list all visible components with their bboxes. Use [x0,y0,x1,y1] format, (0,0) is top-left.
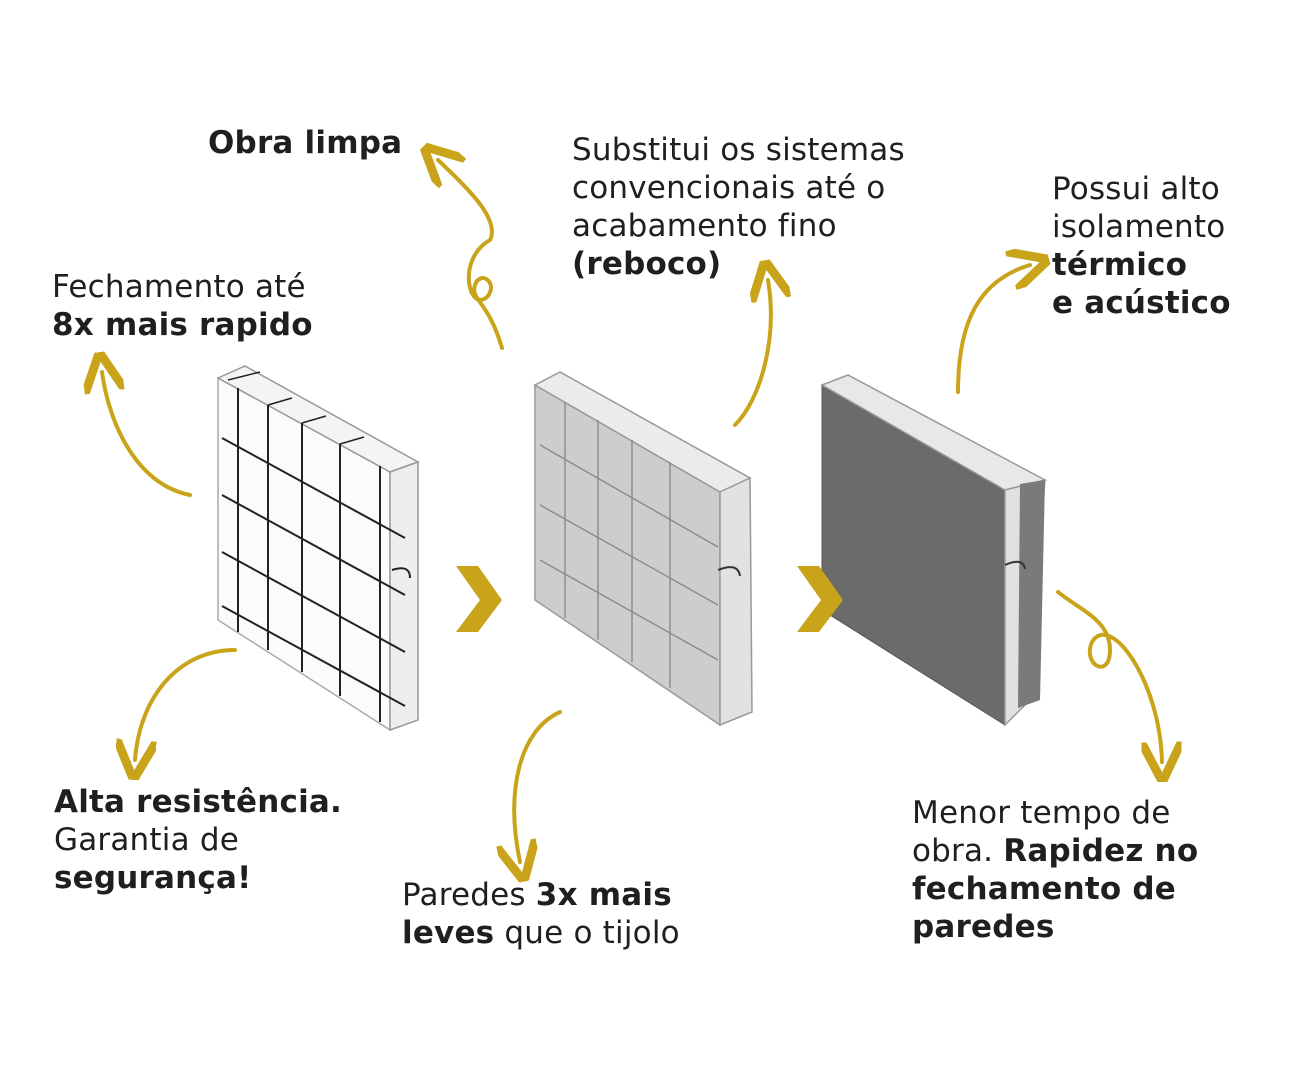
label-possui: Possui alto isolamento térmico e acústic… [1052,171,1231,321]
panel-wireframe [216,365,420,732]
panel-reboco [533,371,753,727]
label-fechamento: Fechamento até 8x mais rapido [52,269,313,343]
chevron-right-icon [456,566,502,632]
arrow-to-alta-icon [135,648,237,760]
label-obra-limpa: Obra limpa [208,125,403,161]
label-alta-resistencia: Alta resistência. Garantia de segurança! [54,784,343,896]
arrow-to-possui-icon [956,265,1030,394]
panel-acabado [820,374,1048,727]
arrow-to-obra-limpa-icon [438,160,504,350]
arrow-to-menor-icon [1056,590,1162,762]
label-substitui: Substitui os sistemas convencionais até … [572,132,905,282]
label-menor-tempo: Menor tempo de obra. Rapidez no fechamen… [912,795,1199,945]
arrow-to-fechamento-icon [102,372,192,497]
chevron-right-icon [797,566,843,632]
label-paredes: Paredes 3x mais leves que o tijolo [402,877,680,951]
arrow-to-paredes-icon [514,710,562,862]
arrow-to-substitui-icon [733,280,771,427]
